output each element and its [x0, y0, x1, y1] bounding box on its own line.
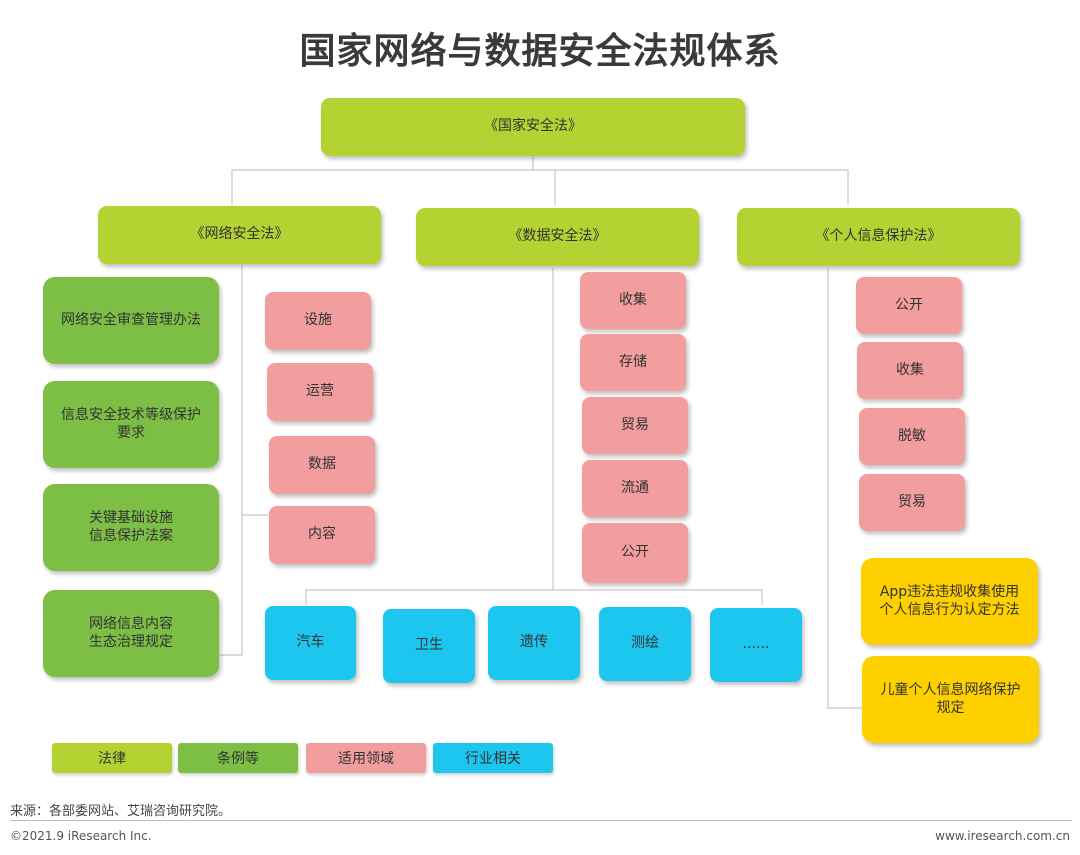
network-regulation-box: 网络安全审查管理办法 [43, 277, 219, 364]
legend-regulation: 条例等 [178, 743, 298, 773]
network-regulation-box: 信息安全技术等级保护 要求 [43, 381, 219, 468]
personal-regulation-box: 儿童个人信息网络保护 规定 [862, 656, 1039, 743]
industry-box: 测绘 [599, 607, 691, 681]
network-domain-box: 内容 [269, 506, 375, 564]
data-domain-box: 流通 [582, 460, 688, 517]
industry-box: 卫生 [383, 609, 475, 683]
legend-industry: 行业相关 [433, 743, 553, 773]
legend-law: 法律 [52, 743, 172, 773]
data-security-law-box: 《数据安全法》 [416, 208, 699, 266]
network-domain-box: 设施 [265, 292, 371, 350]
legend-domain: 适用领域 [306, 743, 426, 773]
data-domain-box: 公开 [582, 523, 688, 583]
personal-regulation-box: App违法违规收集使用 个人信息行为认定方法 [861, 558, 1038, 645]
personal-info-protection-law-box: 《个人信息保护法》 [737, 208, 1020, 266]
data-domain-box: 贸易 [582, 397, 688, 454]
copyright-text: ©2021.9 iResearch Inc. [10, 829, 152, 843]
industry-box: 遗传 [488, 606, 580, 680]
personal-domain-box: 贸易 [859, 474, 965, 531]
personal-domain-box: 收集 [857, 342, 963, 399]
network-regulation-box: 网络信息内容 生态治理规定 [43, 590, 219, 677]
network-domain-box: 运营 [267, 363, 373, 421]
personal-domain-box: 脱敏 [859, 408, 965, 465]
cybersecurity-law-box: 《网络安全法》 [98, 206, 381, 264]
footer-divider [10, 820, 1072, 821]
data-domain-box: 存储 [580, 334, 686, 391]
page-title: 国家网络与数据安全法规体系 [299, 31, 781, 72]
industry-box: 汽车 [265, 606, 356, 680]
source-note: 来源：各部委网站、艾瑞咨询研究院。 [10, 804, 232, 819]
industry-box: ...... [710, 608, 802, 682]
national-security-law-box: 《国家安全法》 [321, 98, 745, 156]
network-domain-box: 数据 [269, 436, 375, 494]
network-regulation-box: 关键基础设施 信息保护法案 [43, 484, 219, 571]
data-domain-box: 收集 [580, 272, 686, 329]
website-text: www.iresearch.com.cn [935, 829, 1070, 843]
personal-domain-box: 公开 [856, 277, 962, 334]
